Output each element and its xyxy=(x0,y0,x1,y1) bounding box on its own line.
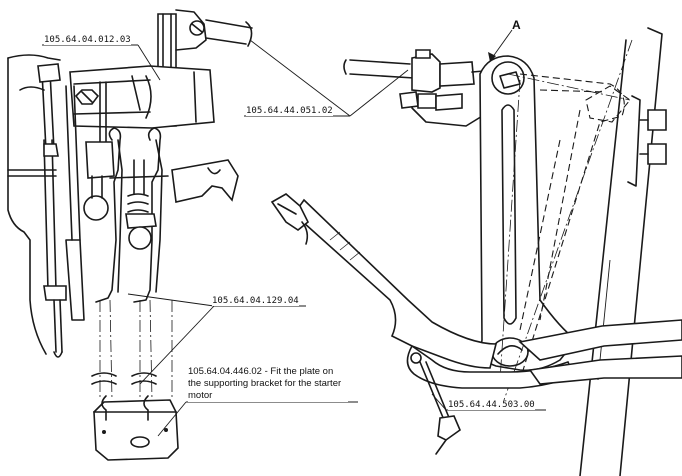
right-assembly xyxy=(270,27,682,476)
leader-446 xyxy=(157,401,187,437)
part-label-012: 105.64.04.012.03 xyxy=(44,35,131,45)
leader-503 xyxy=(431,393,447,411)
leader-051-b xyxy=(349,69,409,117)
part-label-051: 105.64.44.051.02 xyxy=(246,106,333,116)
leader-lines xyxy=(42,29,546,437)
leader-012 xyxy=(137,44,161,81)
leader-129-b xyxy=(139,305,215,385)
arrow-a-line xyxy=(491,29,513,59)
part-label-129: 105.64.04.129.04 xyxy=(212,296,299,306)
part-label-503: 105.64.44.503.00 xyxy=(448,400,535,410)
part-note-446: 105.64.04.446.02 - Fit the plate on the … xyxy=(188,366,348,402)
detail-letter-a: A xyxy=(512,18,521,32)
arrow-a-head xyxy=(488,52,496,62)
left-assembly xyxy=(7,9,253,461)
leader-129-a xyxy=(127,293,215,307)
leader-051-a xyxy=(249,39,351,117)
